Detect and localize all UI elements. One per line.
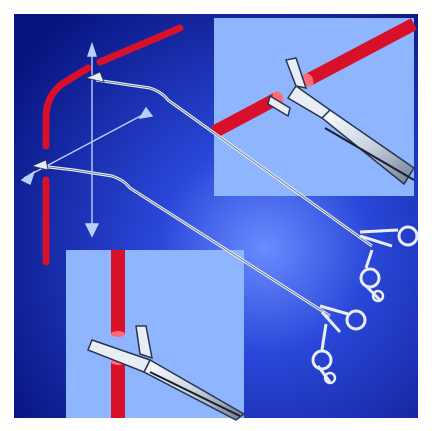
inset-top-right bbox=[214, 18, 414, 196]
inset-bottom-left bbox=[66, 250, 244, 420]
tube-segment-icon bbox=[111, 250, 125, 418]
